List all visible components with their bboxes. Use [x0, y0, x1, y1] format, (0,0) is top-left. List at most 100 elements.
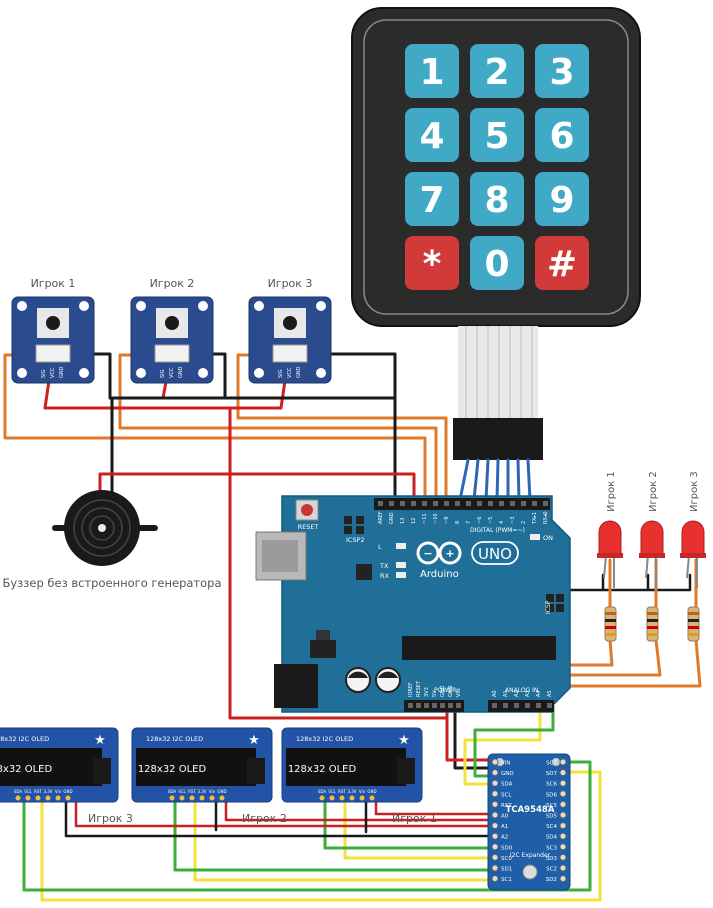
led-1: Игрок 1	[597, 471, 623, 642]
arduino-top-pin-label: GND	[389, 512, 395, 524]
analog-label: ANALOG IN	[505, 687, 538, 694]
button-pin-label: SIG	[278, 369, 284, 378]
expander-right-pin-label: SD4	[546, 835, 558, 841]
led-group: Игрок 1 Игрок 2 Игрок 3	[597, 471, 706, 642]
expander-left-pin-label: GND	[501, 771, 514, 777]
oled-header: 128x32 I2C OLED	[146, 735, 203, 743]
expander-right-pin-label: SD6	[546, 792, 558, 798]
adafruit-star-icon: ★	[248, 733, 260, 748]
led-tx-label: TX	[379, 562, 389, 570]
svg-text:−: −	[423, 547, 432, 560]
buzzer: Буззер без встроенного генератора	[2, 490, 222, 590]
oled-pin-label: 3.3V	[197, 789, 206, 794]
expander-left-pin-label: SD0	[501, 845, 513, 851]
arduino-top-pin-label: ~9	[444, 517, 450, 524]
adafruit-star-icon: ★	[94, 733, 106, 748]
oled-player-label: Игрок 1	[392, 812, 437, 825]
expander-name: TCA9548A	[506, 805, 555, 815]
tca9548a-expander: TCA9548A I2C Expander VINGNDSDASCLRSTA0A…	[487, 753, 571, 891]
arduino-top-pin-label: 8	[455, 521, 461, 524]
button-pin-label: GND	[59, 366, 65, 378]
keypad-key-label: 8	[484, 180, 509, 221]
keypad-key-7[interactable]: 7	[405, 172, 459, 226]
keypad-key-5[interactable]: 5	[470, 108, 524, 162]
icsp-label: ICSP	[545, 600, 552, 614]
led-label: Игрок 3	[689, 471, 700, 512]
oled-pin-label: Vin	[359, 789, 366, 794]
arduino-bottom-pin-label: A2	[514, 690, 520, 697]
keypad-key-hash[interactable]: #	[535, 236, 589, 290]
keypad-key-label: 1	[419, 52, 444, 93]
expander-left-pin-label: A1	[501, 824, 508, 830]
arduino-top-pin-label: 2	[521, 521, 527, 524]
arduino-top-pin-label: RX◂0	[543, 511, 549, 524]
keypad-key-label: 5	[484, 116, 509, 157]
button-label: Игрок 1	[31, 277, 76, 290]
keypad-key-star[interactable]: *	[405, 236, 459, 290]
expander-left-pin-label: A0	[501, 814, 509, 820]
expander-left-pin-label: SC1	[501, 877, 512, 883]
keypad-key-4[interactable]: 4	[405, 108, 459, 162]
expander-left-pin-label: RST	[501, 803, 512, 809]
keypad-key-1[interactable]: 1	[405, 44, 459, 98]
power-label: POWER	[434, 687, 456, 694]
keypad-key-label: 6	[549, 116, 574, 157]
expander-left-pin-label: SDA	[501, 782, 513, 788]
push-button-cap	[165, 316, 179, 330]
oled-pin-label: SDA	[318, 789, 327, 794]
arduino-bottom-pin-label: A0	[492, 690, 498, 697]
keypad-key-3[interactable]: 3	[535, 44, 589, 98]
arduino-bottom-pin-label: A1	[503, 690, 509, 697]
button-pin-label: GND	[296, 366, 302, 378]
oled-screen-text: 128x32 OLED	[138, 764, 207, 775]
oled-screen-text: 128x32 OLED	[0, 764, 52, 775]
arduino-top-pin-label: TX▸1	[532, 512, 538, 525]
arduino-bottom-pin-label: IOREF	[408, 682, 414, 697]
button-pin-label: VCC	[50, 367, 56, 378]
push-button-cap	[283, 316, 297, 330]
keypad-key-8[interactable]: 8	[470, 172, 524, 226]
oled-screen-text: 128x32 OLED	[288, 764, 357, 775]
arduino-top-pin-label: ~5	[488, 517, 494, 524]
oled-pin-label: GND	[63, 789, 72, 794]
keypad-key-0[interactable]: 0	[470, 236, 524, 290]
uno-logo: UNO	[478, 545, 512, 563]
arduino-top-pin-label: 4	[499, 521, 505, 524]
arduino-bottom-pin-label: 5V	[432, 690, 438, 697]
oled-group: 128x32 I2C OLED★128x32 OLEDSDASCLRST3.3V…	[0, 727, 437, 825]
arduino-top-pin-label: ~11	[422, 513, 428, 524]
keypad-key-label: *	[423, 244, 442, 285]
arduino-top-pin-label: ~6	[477, 517, 483, 524]
oled-player-label: Игрок 3	[88, 812, 133, 825]
oled-pin-label: SCL	[178, 789, 186, 794]
arduino-top-pin-label: ~10	[433, 513, 439, 524]
led-2: Игрок 2	[639, 471, 665, 642]
expander-left-pin-label: VIN	[501, 761, 511, 767]
keypad-key-label: 2	[484, 52, 509, 93]
expander-right-pin-label: SD5	[546, 814, 558, 820]
expander-right-pin-label: SC5	[546, 803, 557, 809]
oled-pin-label: GND	[367, 789, 376, 794]
arduino-bottom-pin-label: A5	[547, 690, 553, 697]
keypad-ribbon	[453, 326, 543, 460]
button-pin-label: SIG	[41, 369, 47, 378]
keypad-key-2[interactable]: 2	[470, 44, 524, 98]
expander-right-pin-label: SC3	[546, 845, 557, 851]
keypad-key-6[interactable]: 6	[535, 108, 589, 162]
arduino-top-pin-label: 13	[400, 518, 406, 524]
led-3: Игрок 3	[680, 471, 706, 642]
keypad-key-label: #	[547, 244, 577, 285]
keypad-key-9[interactable]: 9	[535, 172, 589, 226]
arduino-logo: − + UNO Arduino	[416, 541, 519, 580]
expander-right-pin-label: SD2	[546, 877, 557, 883]
oled-player-label: Игрок 2	[242, 812, 287, 825]
expander-right-pin-label: SC6	[546, 782, 557, 788]
expander-sub: I2C Expander	[510, 852, 551, 859]
oled-pin-label: SCL	[328, 789, 336, 794]
expander-left-pin-label: SC0	[501, 856, 512, 862]
